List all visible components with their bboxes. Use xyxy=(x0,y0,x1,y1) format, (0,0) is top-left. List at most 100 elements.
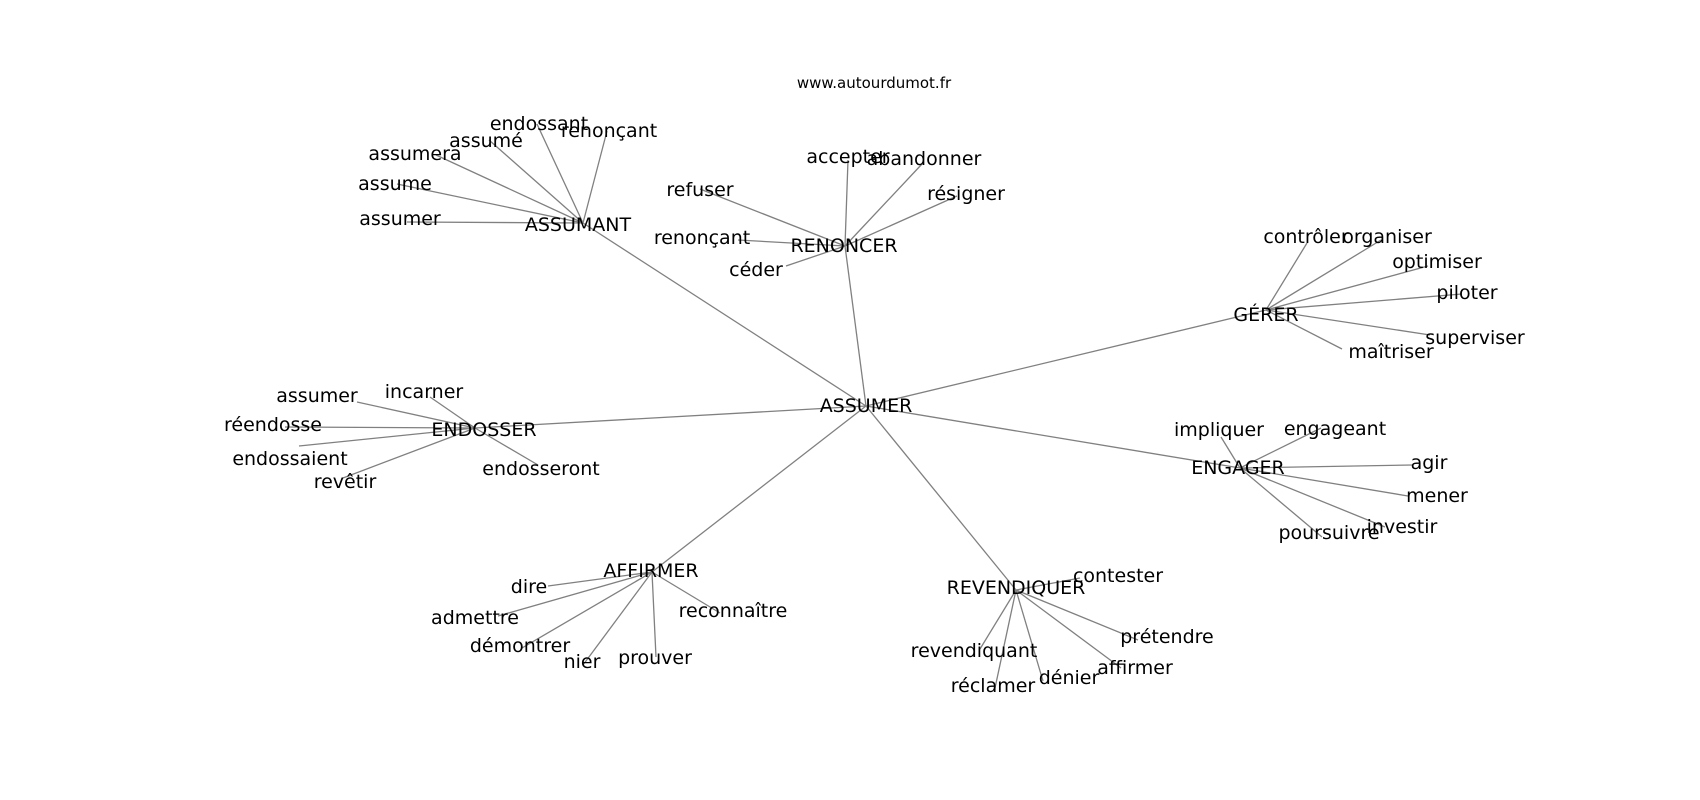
leaf-node-endossaient: endossaient xyxy=(232,448,347,470)
edge-engager-poursuivre xyxy=(1239,467,1323,538)
edge-assumant-assumera xyxy=(435,154,584,224)
leaf-node-agir: agir xyxy=(1411,452,1448,474)
leaf-node-assume: assumé xyxy=(449,130,523,152)
hub-node-engager: ENGAGER xyxy=(1191,457,1285,479)
leaf-node-accepter: accepter xyxy=(806,146,889,168)
leaf-node-prouver: prouver xyxy=(618,647,692,669)
edge-endosser-revetir xyxy=(342,427,476,479)
leaf-node-dire: dire xyxy=(511,576,547,598)
leaf-node-incarner: incarner xyxy=(385,381,464,403)
leaf-node-optimiser: optimiser xyxy=(1392,251,1482,273)
edge-endosser-endosseront xyxy=(474,427,539,466)
edge-assumant-assume xyxy=(396,183,584,224)
leaf-node-nier: nier xyxy=(564,651,601,673)
edge-root-gerer xyxy=(865,309,1267,407)
leaf-node-superviser: superviser xyxy=(1425,327,1525,349)
edge-renoncer-abandonner xyxy=(844,163,923,247)
edge-root-engager xyxy=(865,405,1241,469)
edge-revendiquer-contester xyxy=(1015,577,1081,591)
edge-affirmer-reconnaitre xyxy=(651,571,721,614)
leaf-node-pretendre: prétendre xyxy=(1120,626,1213,648)
edge-endosser-incarner xyxy=(429,396,476,429)
leaf-node-assumer: assumer xyxy=(359,208,441,230)
edge-affirmer-admettre xyxy=(497,571,653,617)
leaf-node-assumera: assumera xyxy=(368,143,461,165)
edge-endosser-endossaient xyxy=(298,427,476,447)
edge-revendiquer-denier xyxy=(1015,589,1044,682)
edge-revendiquer-revendiquant xyxy=(979,589,1017,650)
hub-node-renoncer: RENONCER xyxy=(790,235,897,257)
edge-root-assumant xyxy=(582,222,867,407)
edge-assumant-renoncant xyxy=(582,130,608,224)
edge-renoncer-renoncant xyxy=(737,239,846,247)
edge-gerer-maitriser xyxy=(1265,309,1343,350)
graph-labels: endossantrenonçantassuméassumeraassumeas… xyxy=(224,113,1525,697)
edge-renoncer-accepter xyxy=(844,159,849,247)
leaf-node-resigner: résigner xyxy=(927,183,1005,205)
edge-assumant-assume xyxy=(488,139,584,224)
edge-engager-engageant xyxy=(1239,427,1322,469)
edge-affirmer-nier xyxy=(582,571,653,666)
edge-root-endosser xyxy=(474,405,867,429)
edge-endosser-assumer xyxy=(356,401,476,429)
leaf-node-maitriser: maîtriser xyxy=(1348,341,1434,363)
edge-affirmer-demontrer xyxy=(521,571,653,649)
edge-engager-agir xyxy=(1239,464,1413,469)
leaf-node-affirmer: affirmer xyxy=(1097,657,1173,679)
edge-renoncer-resigner xyxy=(844,195,958,247)
edge-root-renoncer xyxy=(844,245,867,407)
edge-revendiquer-affirmer xyxy=(1015,589,1122,669)
edge-assumant-assumer xyxy=(406,221,584,224)
leaf-node-piloter: piloter xyxy=(1436,282,1497,304)
leaf-node-impliquer: impliquer xyxy=(1174,419,1264,441)
edge-affirmer-prouver xyxy=(651,571,657,658)
leaf-node-demontrer: démontrer xyxy=(470,635,570,657)
edge-endosser-reendosse xyxy=(284,426,476,429)
source-label: www.autourdumot.fr xyxy=(797,74,952,92)
leaf-node-ceder: céder xyxy=(729,259,783,281)
leaf-node-renoncant: renonçant xyxy=(561,120,657,142)
edge-revendiquer-pretendre xyxy=(1015,589,1139,641)
graph-edges xyxy=(284,123,1463,689)
leaf-node-assumer: assumer xyxy=(276,385,358,407)
edge-revendiquer-reclamer xyxy=(994,589,1017,689)
edge-root-revendiquer xyxy=(865,405,1017,591)
leaf-node-renoncant: renonçant xyxy=(654,227,750,249)
leaf-node-investir: investir xyxy=(1367,516,1438,538)
leaf-node-denier: dénier xyxy=(1039,667,1100,689)
leaf-node-refuser: refuser xyxy=(666,179,733,201)
leaf-node-admettre: admettre xyxy=(431,607,519,629)
leaf-node-reendosse: réendosse xyxy=(224,414,322,436)
hub-node-gerer: GÉRER xyxy=(1233,303,1298,326)
leaf-node-mener: mener xyxy=(1406,485,1468,507)
hub-node-affirmer: AFFIRMER xyxy=(603,560,698,582)
leaf-node-controler: contrôler xyxy=(1263,226,1349,248)
edge-renoncer-refuser xyxy=(699,188,846,247)
leaf-node-poursuivre: poursuivre xyxy=(1278,522,1379,544)
edge-engager-investir xyxy=(1239,467,1386,528)
leaf-node-reconnaitre: reconnaître xyxy=(679,600,788,622)
edge-gerer-piloter xyxy=(1265,293,1463,311)
leaf-node-endossant: endossant xyxy=(490,113,588,135)
edge-assumant-endossant xyxy=(536,123,584,224)
leaf-node-engageant: engageant xyxy=(1284,418,1386,440)
leaf-node-reclamer: réclamer xyxy=(951,675,1036,697)
edge-engager-impliquer xyxy=(1220,436,1241,469)
root-node-assumer: ASSUMER xyxy=(820,395,913,417)
edge-gerer-controler xyxy=(1265,242,1308,311)
leaf-node-revetir: revêtir xyxy=(314,471,377,493)
leaf-node-revendiquant: revendiquant xyxy=(911,640,1038,662)
leaf-node-contester: contester xyxy=(1073,565,1163,587)
hub-node-endosser: ENDOSSER xyxy=(431,419,536,441)
hub-node-revendiquer: REVENDIQUER xyxy=(947,577,1086,599)
edge-engager-mener xyxy=(1239,467,1409,497)
hub-node-assumant: ASSUMANT xyxy=(525,214,632,236)
leaf-node-endosseront: endosseront xyxy=(482,458,599,480)
edge-root-affirmer xyxy=(651,405,867,573)
edge-affirmer-dire xyxy=(547,571,653,587)
leaf-node-organiser: organiser xyxy=(1342,226,1432,248)
edge-renoncer-ceder xyxy=(785,245,846,267)
leaf-node-abandonner: abandonner xyxy=(867,148,982,170)
edge-gerer-organiser xyxy=(1265,239,1382,311)
